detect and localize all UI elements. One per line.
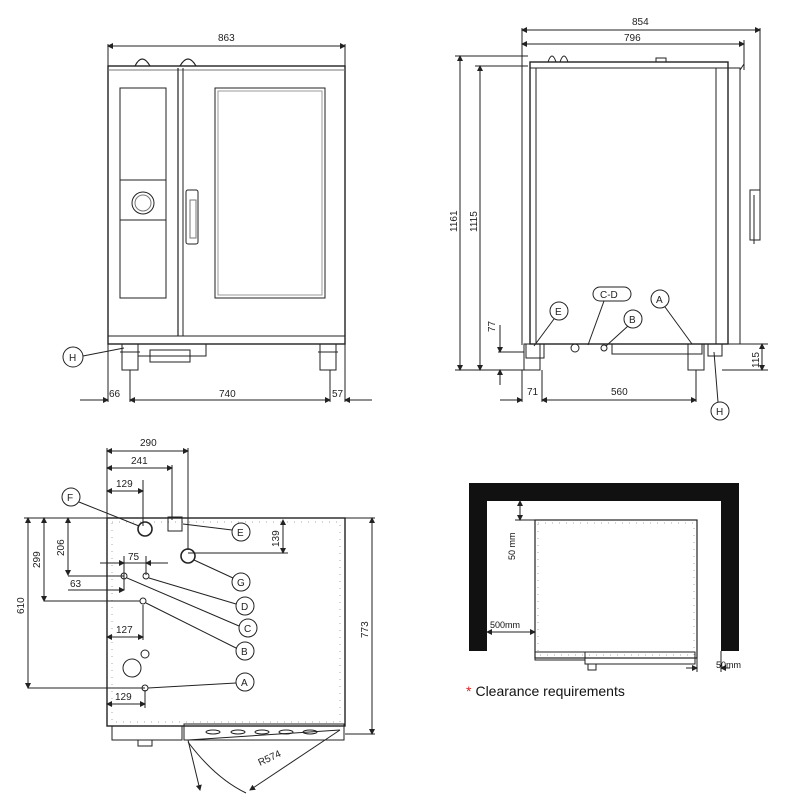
- dim-plan-129a: 129: [116, 479, 133, 490]
- side-view: [455, 27, 768, 421]
- front-foot-right: [319, 343, 337, 371]
- callout-circle-e-plan: [231, 522, 251, 542]
- plan-outline: [106, 517, 346, 727]
- dim-plan-290: 290: [140, 438, 157, 449]
- callout-circle-d: [235, 596, 255, 616]
- plan-view: [24, 448, 375, 794]
- clearance-right-label: 50mm: [716, 660, 741, 670]
- conn-e: [167, 516, 183, 532]
- dim-side-height-total: 1161: [449, 210, 460, 232]
- label-c: C: [244, 624, 251, 635]
- callout-circle-f: [61, 487, 81, 507]
- dim-front-right: 57: [332, 389, 344, 400]
- side-door-edge: [727, 67, 741, 345]
- dim-plan-139: 139: [271, 530, 282, 547]
- callout-circle-a-plan: [235, 672, 255, 692]
- side-foot-left: [523, 343, 541, 371]
- label-b-plan: B: [241, 647, 248, 658]
- dim-front-left: 66: [109, 389, 121, 400]
- callout-circle-a-side: [650, 289, 670, 309]
- dim-front-mid: 740: [219, 389, 236, 400]
- dim-side-inner: 796: [624, 33, 641, 44]
- callout-pill-cd-side: [592, 286, 632, 302]
- label-g: G: [237, 578, 245, 589]
- front-foot-left: [121, 343, 139, 371]
- dim-plan-127: 127: [116, 625, 133, 636]
- dim-plan-241: 241: [131, 456, 148, 467]
- dim-side-b71: 71: [527, 387, 539, 398]
- dim-front-width: 863: [218, 33, 235, 44]
- dim-plan-63: 63: [70, 579, 82, 590]
- conn-c: [120, 572, 128, 580]
- label-b-side: B: [629, 315, 636, 326]
- wall-top: [469, 483, 739, 501]
- dim-plan-610: 610: [16, 597, 27, 614]
- conn-g: [180, 548, 196, 564]
- dim-side-h115: 115: [751, 352, 762, 368]
- callout-circle-c: [238, 618, 258, 638]
- label-f: F: [67, 493, 73, 504]
- label-h-front: H: [69, 353, 76, 364]
- label-a-plan: A: [241, 678, 248, 689]
- label-e-plan: E: [237, 528, 244, 539]
- clearance-caption: *Clearance requirements: [466, 683, 625, 699]
- label-e-side: E: [555, 307, 562, 318]
- caption-text: Clearance requirements: [475, 683, 625, 699]
- front-control-panel-upper: [119, 87, 167, 181]
- conn-b: [139, 597, 147, 605]
- callout-circle-g: [231, 572, 251, 592]
- clearance-left-label: 500mm: [490, 620, 520, 630]
- clearance-oven-outline: [534, 519, 698, 659]
- dim-side-h77: 77: [487, 320, 498, 332]
- dim-plan-206: 206: [56, 539, 67, 556]
- label-cd-side: C-D: [600, 290, 618, 301]
- drain-opening: [122, 658, 142, 678]
- label-h-side: H: [716, 407, 723, 418]
- callout-circle-h-side: [710, 401, 730, 421]
- clearance-top-label: 50 mm: [507, 532, 517, 560]
- control-knob: [131, 191, 155, 215]
- label-d: D: [241, 602, 248, 613]
- front-view: [62, 43, 372, 403]
- conn-d: [142, 572, 150, 580]
- dim-side-total: 854: [632, 17, 649, 28]
- door-swing-arc: [187, 741, 247, 794]
- door-handle: [185, 189, 199, 245]
- callout-circle-e-side: [549, 301, 569, 321]
- label-a-side: A: [656, 295, 663, 306]
- dim-plan-r574: R574: [257, 748, 284, 768]
- dim-side-b560: 560: [611, 387, 628, 398]
- callout-circle-b-side: [623, 309, 643, 329]
- wall-right: [721, 483, 739, 651]
- clearance-view: [469, 483, 739, 672]
- dim-side-height-body: 1115: [469, 211, 480, 232]
- door-window: [214, 87, 326, 299]
- caption-asterisk: *: [466, 683, 472, 699]
- side-handle: [749, 189, 761, 241]
- dim-plan-773: 773: [360, 621, 371, 638]
- callout-circle-h-front: [62, 346, 84, 368]
- callout-circle-b-plan: [235, 641, 255, 661]
- front-cabinet-outline: [107, 65, 346, 345]
- conn-f: [137, 521, 153, 537]
- dim-plan-75: 75: [128, 552, 140, 563]
- plan-door-edge: [183, 723, 345, 741]
- dim-plan-299: 299: [32, 551, 43, 568]
- wall-left: [469, 483, 487, 651]
- dim-plan-129b: 129: [115, 692, 132, 703]
